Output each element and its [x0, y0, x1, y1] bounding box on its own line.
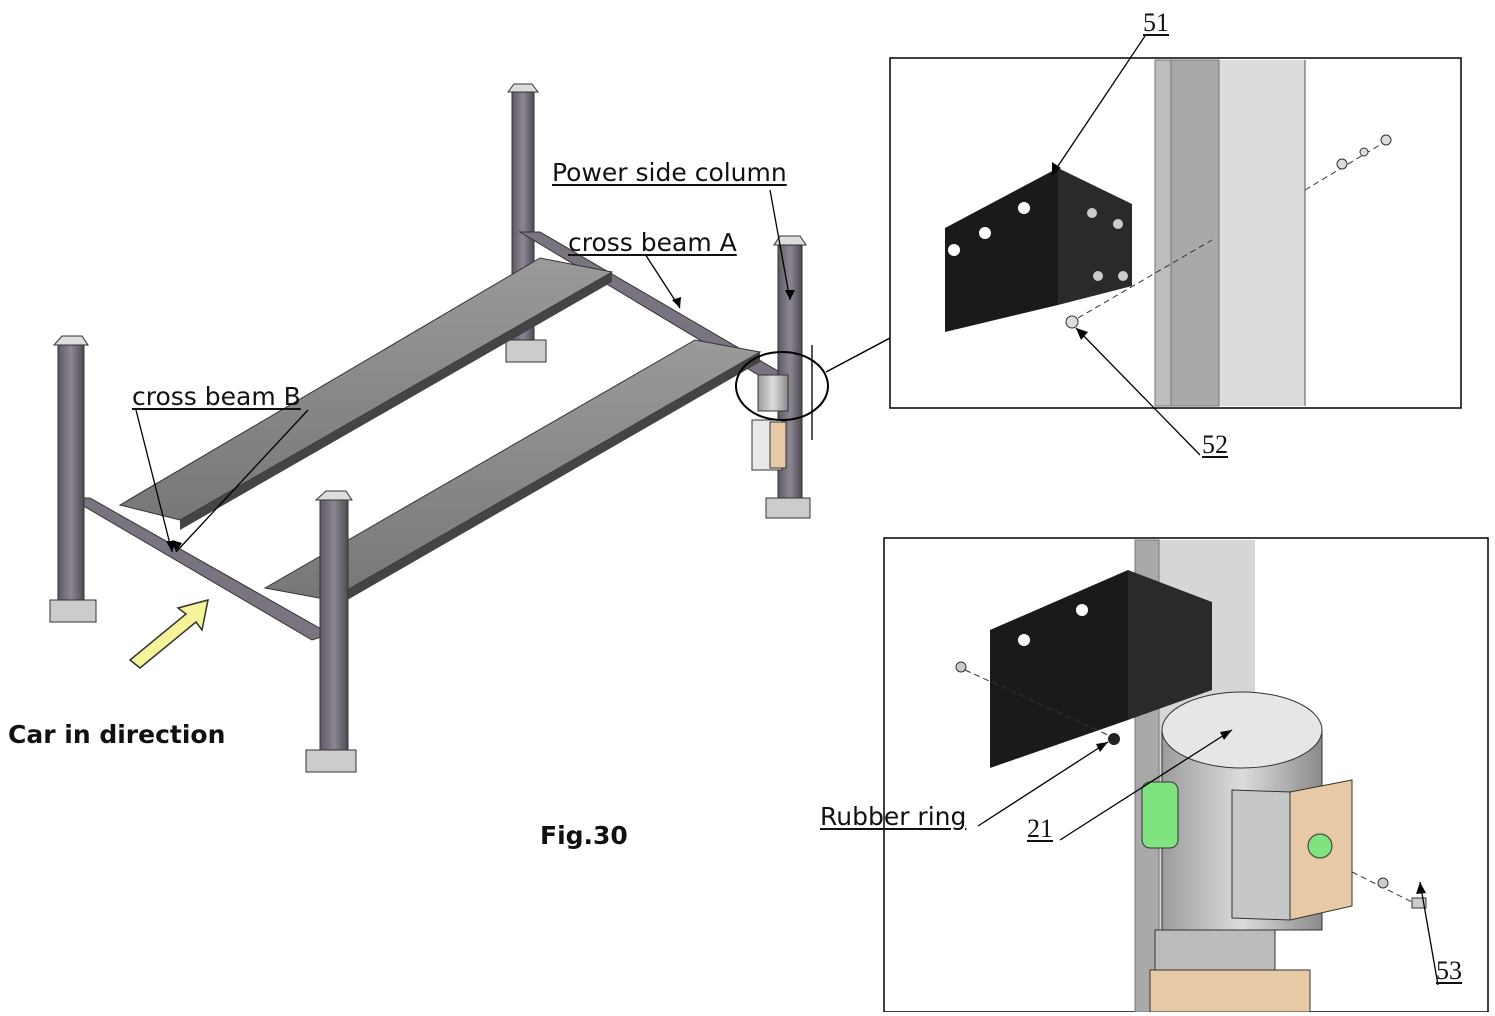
detail-top-content [945, 59, 1392, 407]
part-number-21: 21 [1027, 814, 1053, 843]
detail-circle [735, 351, 829, 421]
leader-lines-main [135, 189, 791, 553]
label-car-direction: Car in direction [8, 720, 226, 749]
arrowheads-main [166, 290, 795, 552]
car-direction-arrow [128, 598, 209, 669]
front-right-column [305, 490, 357, 773]
part-number-52: 52 [1202, 430, 1228, 459]
leader-lines-bottom [977, 729, 1439, 986]
label-power-side-column: Power side column [552, 158, 787, 187]
label-cross-beam-a: cross beam A [568, 228, 737, 257]
label-rubber-ring: Rubber ring [820, 802, 967, 831]
lift-assembly [49, 83, 891, 773]
front-left-column [49, 335, 97, 623]
part-number-53: 53 [1436, 956, 1462, 985]
part-number-51: 51 [1143, 8, 1169, 37]
figure-caption: Fig.30 [540, 821, 628, 850]
detail-bottom-content [955, 539, 1427, 1013]
arrowheads-top [1052, 162, 1088, 340]
arrowheads-bottom [1096, 730, 1426, 894]
label-cross-beam-b: cross beam B [132, 382, 301, 411]
leader-lines-top [1051, 35, 1201, 456]
